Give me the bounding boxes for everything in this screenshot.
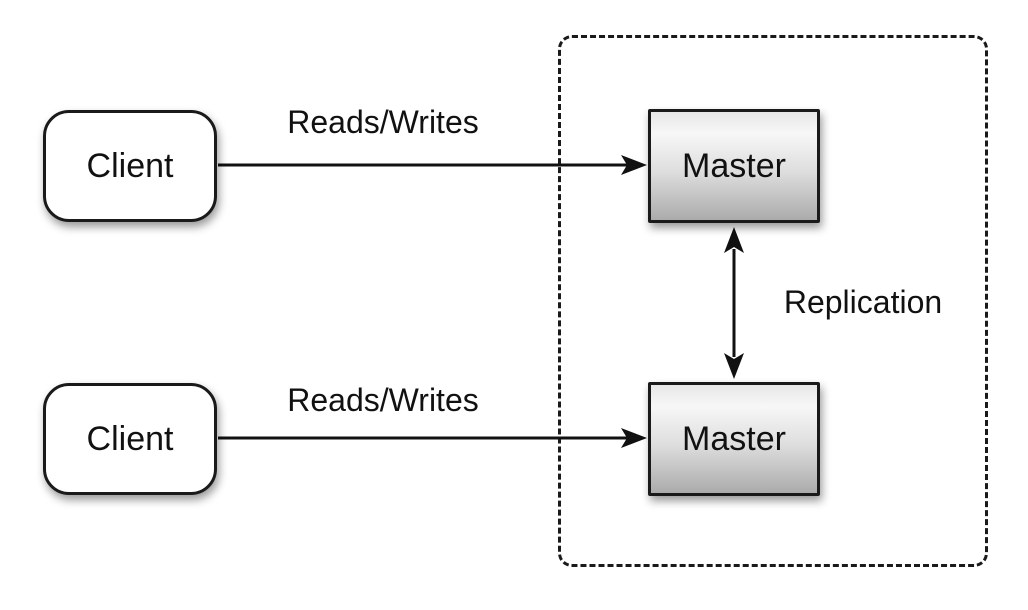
master-node-bottom: Master xyxy=(648,382,820,496)
reads-writes-label-top: Reads/Writes xyxy=(287,104,479,140)
replication-cluster-boundary xyxy=(558,35,988,567)
client-node-bottom-label: Client xyxy=(86,419,174,458)
replication-label: Replication xyxy=(783,284,943,320)
client-node-bottom: Client xyxy=(43,383,217,495)
master-node-top-label: Master xyxy=(682,146,786,185)
client-node-top-label: Client xyxy=(86,146,174,185)
reads-writes-label-bottom: Reads/Writes xyxy=(287,382,479,418)
master-node-top: Master xyxy=(648,109,820,223)
client-node-top: Client xyxy=(43,110,217,222)
master-node-bottom-label: Master xyxy=(682,419,786,458)
